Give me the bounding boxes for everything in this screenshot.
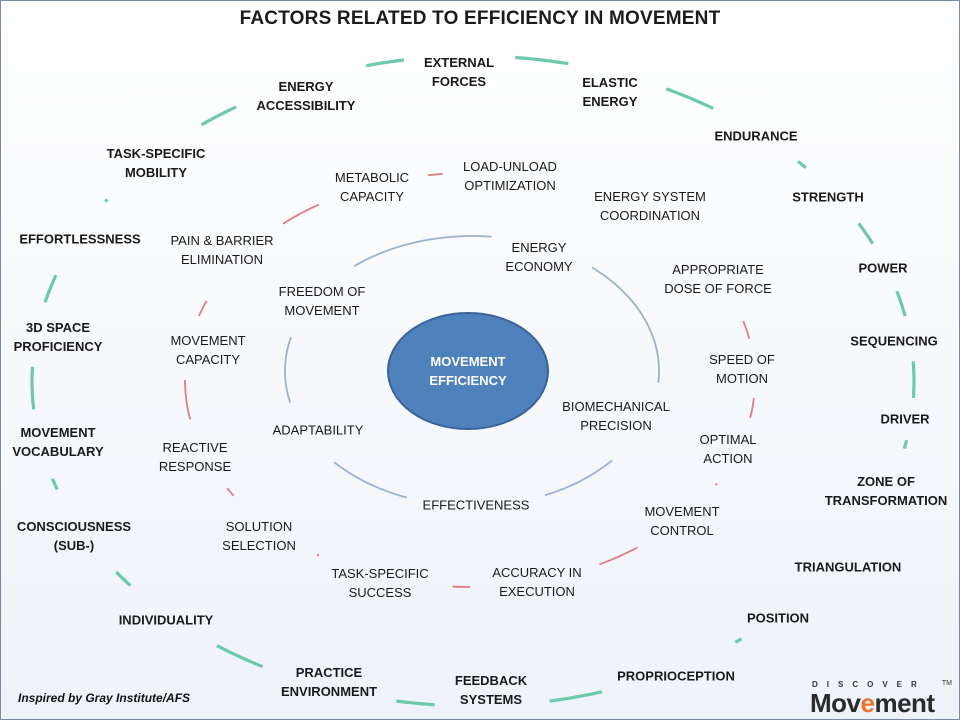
inner-ring-label: FREEDOM OF MOVEMENT	[278, 284, 366, 318]
outer-ring-label: PROPRIOCEPTION	[617, 668, 735, 684]
logo-trademark: TM	[941, 680, 952, 687]
outer-ring-label: EXTERNAL FORCES	[423, 55, 495, 89]
inner-ring-path	[284, 235, 660, 499]
outer-ring-path	[30, 55, 916, 707]
middle-ring-path	[184, 173, 755, 588]
outer-ring-label: ENERGY ACCESSIBILITY	[256, 79, 356, 113]
brand-logo: DISCOVER Movement TM	[810, 680, 952, 718]
middle-ring-label: METABOLIC CAPACITY	[334, 170, 410, 204]
outer-ring-label: ENDURANCE	[714, 128, 798, 144]
middle-ring-label: TASK-SPECIFIC SUCCESS	[331, 566, 429, 600]
outer-ring-label: STRENGTH	[792, 189, 864, 205]
middle-ring-label: SOLUTION SELECTION	[222, 519, 296, 553]
middle-ring-label: APPROPRIATE DOSE OF FORCE	[664, 262, 772, 296]
outer-ring-label: POWER	[858, 260, 908, 276]
outer-ring-label: MOVEMENT VOCABULARY	[12, 425, 104, 459]
middle-ring-label: SPEED OF MOTION	[709, 352, 775, 386]
middle-ring-label: PAIN & BARRIER ELIMINATION	[170, 233, 274, 267]
outer-ring-label: TRIANGULATION	[794, 559, 902, 575]
outer-ring-label: TASK-SPECIFIC MOBILITY	[106, 146, 206, 180]
middle-ring-label: OPTIMAL ACTION	[699, 432, 757, 466]
logo-wordmark: Movement	[810, 688, 935, 718]
outer-ring-label: POSITION	[746, 610, 810, 626]
outer-ring-label: DRIVER	[880, 411, 930, 427]
outer-ring-label: FEEDBACK SYSTEMS	[454, 673, 528, 707]
outer-ring-label: ZONE OF TRANSFORMATION	[824, 474, 948, 508]
outer-ring-label: CONSCIOUSNESS (SUB-)	[16, 519, 132, 553]
inner-ring-label: ENERGY ECONOMY	[505, 240, 573, 274]
middle-ring-label: ENERGY SYSTEM COORDINATION	[594, 189, 706, 223]
logo-tagline: DISCOVER	[812, 680, 926, 689]
outer-ring-label: INDIVIDUALITY	[118, 612, 214, 628]
credit-text: Inspired by Gray Institute/AFS	[18, 691, 191, 705]
middle-ring-label: MOVEMENT CAPACITY	[170, 333, 246, 367]
center-label: MOVEMENT EFFICIENCY	[429, 354, 507, 388]
inner-ring-label: ADAPTABILITY	[272, 422, 364, 438]
outer-ring-label: PRACTICE ENVIRONMENT	[280, 665, 378, 699]
outer-ring-label: SEQUENCING	[850, 333, 938, 349]
outer-ring-label: ELASTIC ENERGY	[582, 75, 638, 109]
outer-ring-label: 3D SPACE PROFICIENCY	[13, 320, 103, 354]
middle-ring-label: MOVEMENT CONTROL	[644, 504, 720, 538]
outer-ring-label: EFFORTLESSNESS	[19, 231, 141, 247]
middle-ring-label: ACCURACY IN EXECUTION	[492, 565, 582, 599]
center-ellipse	[387, 312, 549, 430]
middle-ring-label: LOAD-UNLOAD OPTIMIZATION	[463, 159, 557, 193]
inner-ring-label: BIOMECHANICAL PRECISION	[562, 399, 670, 433]
diagram-title: FACTORS RELATED TO EFFICIENCY IN MOVEMEN…	[239, 8, 721, 29]
middle-ring-label: REACTIVE RESPONSE	[158, 440, 232, 474]
inner-ring-label: EFFECTIVENESS	[422, 497, 530, 513]
